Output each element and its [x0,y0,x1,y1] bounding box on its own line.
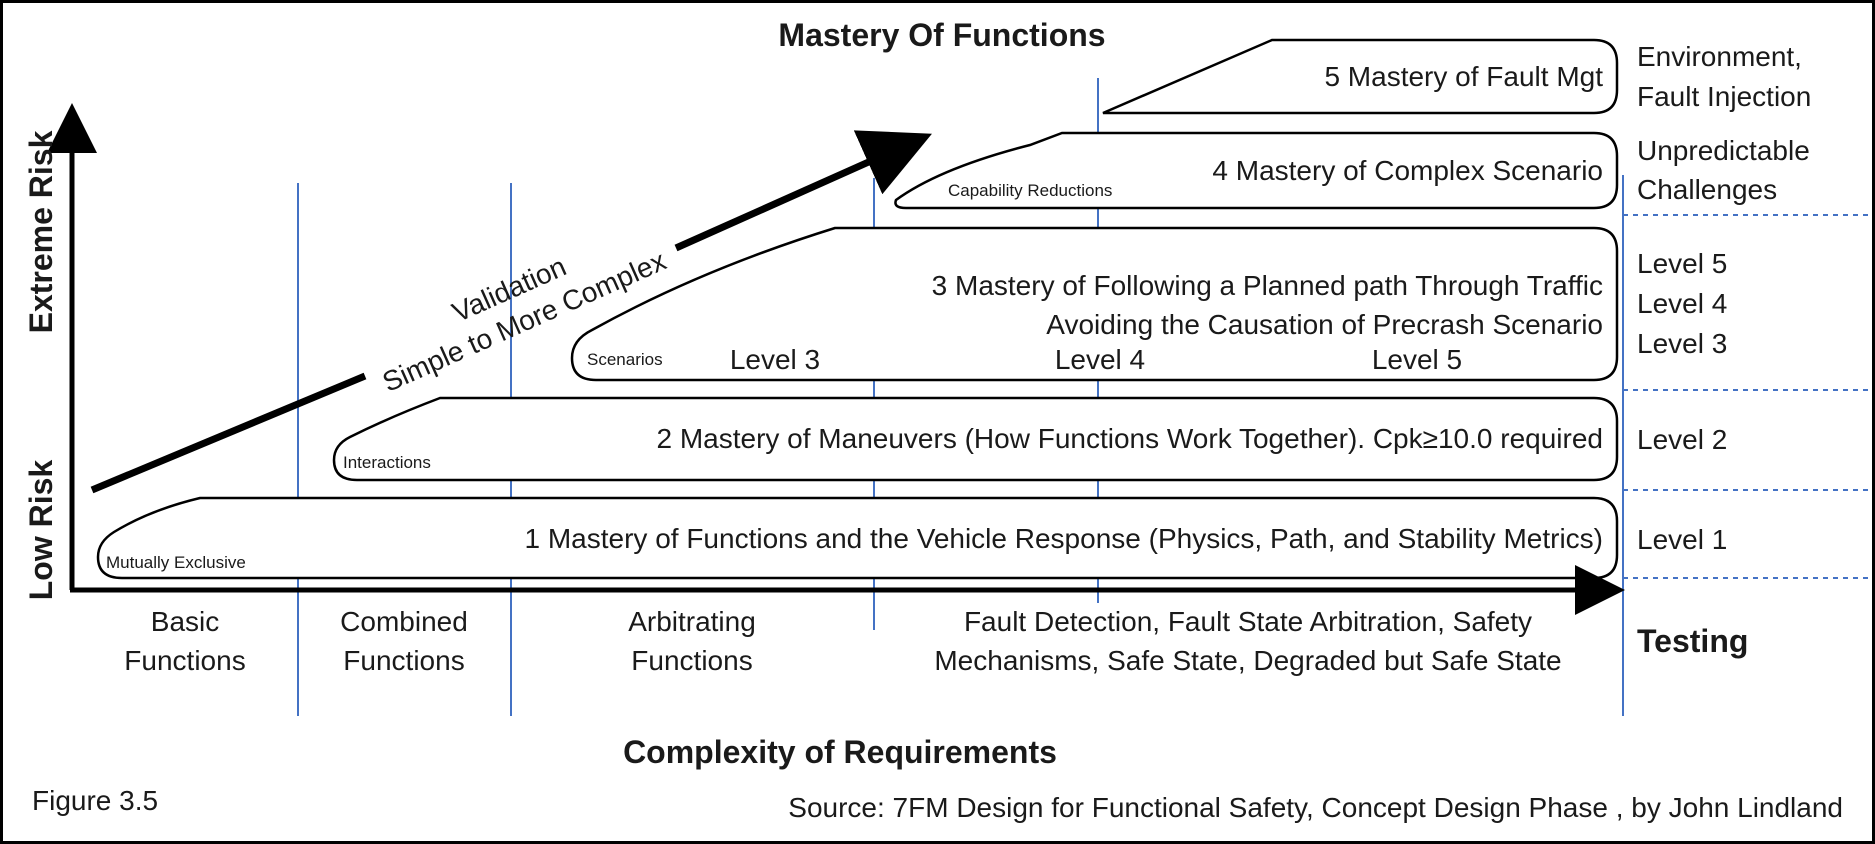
column-1-line1: Basic [151,606,219,637]
level-label-challenges: Challenges [1637,174,1777,205]
column-2-line1: Combined [340,606,468,637]
band-2-corner-label: Interactions [343,453,431,472]
level-label-4: Level 4 [1637,288,1727,319]
x-axis-title: Complexity of Requirements [623,734,1057,770]
y-axis-high-label: Extreme Risk [23,130,59,333]
band-3-shape [570,226,1619,382]
y-axis-low-label: Low Risk [23,460,59,601]
level-label-fault-line1: Environment, [1637,41,1802,72]
column-3-line1: Arbitrating [628,606,756,637]
level-label-2: Level 2 [1637,424,1727,455]
figure-label: Figure 3.5 [32,785,158,816]
band-2-shape [332,396,1619,482]
level-label-1: Level 1 [1637,524,1727,555]
band-1-text: 1 Mastery of Functions and the Vehicle R… [524,523,1603,554]
band-4-shape [894,131,1619,210]
level-label-3: Level 3 [1637,328,1727,359]
source-credit: Source: 7FM Design for Functional Safety… [788,792,1843,823]
column-4-line2: Mechanisms, Safe State, Degraded but Saf… [934,645,1561,676]
column-2-line2: Functions [343,645,464,676]
level-label-fault-line2: Fault Injection [1637,81,1811,112]
band-5-shape [1102,38,1619,115]
diagram-title: Mastery Of Functions [778,17,1105,53]
column-3-line2: Functions [631,645,752,676]
band-1-corner-label: Mutually Exclusive [106,553,246,572]
band-3-corner-label: Scenarios [587,350,663,369]
validation-arrow-head [674,130,932,252]
band-2-text: 2 Mastery of Maneuvers (How Functions Wo… [656,423,1603,454]
level-label-5: Level 5 [1637,248,1727,279]
band-3-sublevel-4: Level 4 [1055,344,1145,375]
band-4-text: 4 Mastery of Complex Scenario [1212,155,1603,186]
band-3-sublevel-3: Level 3 [730,344,820,375]
band-3-text-line2: Avoiding the Causation of Precrash Scena… [1046,309,1603,340]
band-4-corner-label: Capability Reductions [948,181,1112,200]
band-1-shape [96,496,1619,580]
band-5-text: 5 Mastery of Fault Mgt [1324,61,1603,92]
testing-label: Testing [1637,623,1748,659]
level-label-unpredictable: Unpredictable [1637,135,1810,166]
validation-arrow-tail [90,372,367,494]
column-4-line1: Fault Detection, Fault State Arbitration… [964,606,1532,637]
band-3-text-line1: 3 Mastery of Following a Planned path Th… [932,270,1603,301]
column-1-line2: Functions [124,645,245,676]
band-3-sublevel-5: Level 5 [1372,344,1462,375]
